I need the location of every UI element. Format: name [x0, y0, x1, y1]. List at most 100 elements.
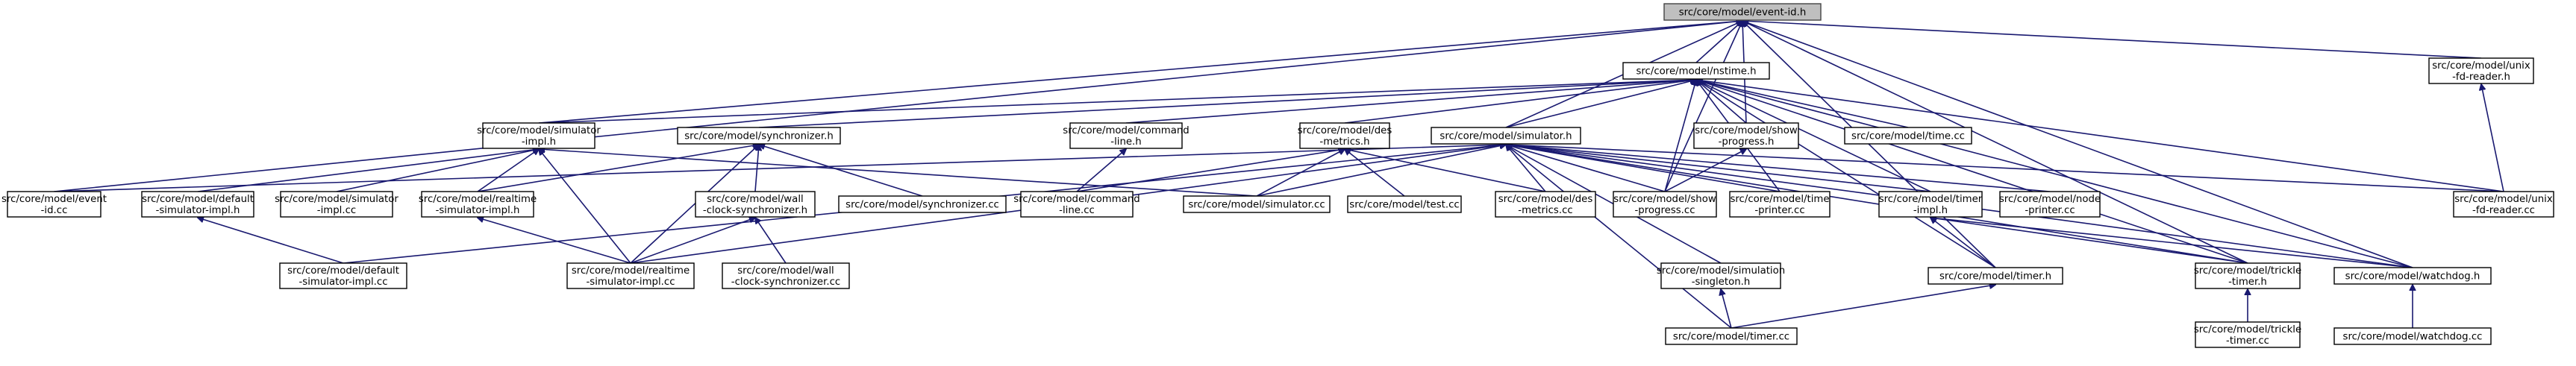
node-label: src/core/model/simulator [275, 194, 398, 205]
node-label: -line.cc [1059, 205, 1095, 216]
node-node-printer-cc[interactable]: src/core/model/node-printer.cc [1999, 191, 2101, 218]
node-box [1347, 195, 1462, 213]
node-timer-impl-h[interactable]: src/core/model/timer-impl.h [1878, 191, 1983, 218]
node-watchdog-h[interactable]: src/core/model/watchdog.h [2333, 267, 2492, 285]
node-label: src/core/model/des [1498, 194, 1593, 205]
node-unix-fd-reader-h[interactable]: src/core/model/unix-fd-reader.h [2428, 57, 2534, 84]
node-timer-cc[interactable]: src/core/model/timer.cc [1665, 327, 1798, 345]
node-realtime-simulator-impl-h[interactable]: src/core/model/realtime-simulator-impl.h [419, 191, 537, 218]
node-label: src/core/model/time [1730, 194, 1829, 205]
node-simulator-h[interactable]: src/core/model/simulator.h [1431, 127, 1581, 145]
node-simulator-impl-h[interactable]: src/core/model/simulator-impl.h [477, 122, 601, 149]
node-label: src/core/model/realtime [419, 194, 537, 205]
node-label: -metrics.cc [1518, 205, 1572, 216]
edge-simulator_cc-to-simulator_impl_h [539, 149, 1257, 197]
node-trickle-timer-cc[interactable]: src/core/model/trickle-timer.cc [2194, 321, 2301, 348]
node-box [1299, 122, 1390, 149]
node-timer-h[interactable]: src/core/model/timer.h [1928, 267, 2063, 285]
node-box [421, 191, 534, 218]
edge-synchronizer_cc-to-synchronizer_h [759, 145, 923, 197]
edge-timer_cc-to-simulator_h [1506, 145, 1732, 329]
node-watchdog-cc[interactable]: src/core/model/watchdog.cc [2333, 327, 2492, 345]
node-label: src/core/model/watchdog.cc [2343, 332, 2483, 343]
node-box [1693, 122, 1799, 149]
node-label: -simulator-impl.cc [586, 277, 675, 288]
node-show-progress-cc[interactable]: src/core/model/show-progress.cc [1613, 191, 1717, 218]
edge-wall_clock_synchronizer_h-to-synchronizer_h [754, 145, 759, 192]
node-realtime-simulator-impl-cc[interactable]: src/core/model/realtime-simulator-impl.c… [566, 262, 695, 289]
node-label: src/core/model/trickle [2194, 324, 2301, 335]
node-time-printer-cc[interactable]: src/core/model/time-printer.cc [1729, 191, 1831, 218]
node-synchronizer-cc[interactable]: src/core/model/synchronizer.cc [838, 195, 1007, 213]
edge-timer_cc-to-timer_h [1731, 285, 1995, 329]
edge-command_line_cc-to-des_metrics_h [1076, 149, 1345, 192]
edge-des_metrics_h-to-nstime_h [1344, 80, 1696, 124]
node-des-metrics-h[interactable]: src/core/model/des-metrics.h [1298, 122, 1392, 149]
node-command-line-h[interactable]: src/core/model/command-line.h [1063, 122, 1189, 149]
node-label: src/core/model/default [287, 265, 399, 277]
node-label: src/core/model/simulator [477, 125, 601, 136]
node-box [1069, 122, 1183, 149]
node-label: src/core/model/des [1298, 125, 1392, 136]
node-label: src/core/model/watchdog.h [2345, 271, 2480, 283]
node-command-line-cc[interactable]: src/core/model/command-line.cc [1013, 191, 1140, 218]
node-box [722, 262, 850, 289]
edge-event_id_cc-to-simulator_h [54, 145, 1507, 192]
edge-time_cc-to-nstime_h [1696, 80, 1909, 128]
node-label: -id.cc [41, 205, 68, 216]
edge-timer_impl_h-to-simulator_h [1506, 145, 1931, 192]
edge-realtime_simulator_impl_h-to-synchronizer_h [477, 145, 759, 192]
node-default-simulator-impl-cc[interactable]: src/core/model/default-simulator-impl.cc [279, 262, 407, 289]
node-label: -printer.cc [1754, 205, 1804, 216]
edge-show_progress_cc-to-simulator_h [1506, 145, 1666, 192]
edge-unix_fd_reader_cc-to-nstime_h [1696, 80, 2504, 192]
node-time-cc[interactable]: src/core/model/time.cc [1844, 127, 1972, 145]
edge-simulator_impl_h-to-nstime_h [538, 80, 1696, 124]
edge-test_cc-to-des_metrics_h [1345, 149, 1405, 197]
edge-trickle_timer_h-to-nstime_h [1696, 80, 2248, 264]
node-label: src/core/model/command [1063, 125, 1189, 136]
node-wall-clock-synchronizer-h[interactable]: src/core/model/wall-clock-synchronizer.h [695, 191, 816, 218]
edge-simulator_cc-to-simulator_h [1256, 145, 1506, 197]
node-box [1999, 191, 2101, 218]
node-label: -simulator-impl.cc [298, 277, 387, 288]
node-trickle-timer-h[interactable]: src/core/model/trickle-timer.h [2194, 262, 2301, 289]
node-label: src/core/model/default [142, 194, 254, 205]
node-simulator-cc[interactable]: src/core/model/simulator.cc [1183, 195, 1331, 213]
node-box [2195, 321, 2301, 348]
node-box [1183, 195, 1331, 213]
edge-nstime_h-to-event_id_h [1695, 21, 1742, 63]
node-des-metrics-cc[interactable]: src/core/model/des-metrics.cc [1495, 191, 1596, 218]
node-label: src/core/model/event-id.h [1679, 7, 1807, 19]
edge-node_printer_cc-to-simulator_h [1506, 145, 2051, 192]
node-event-id-h[interactable]: src/core/model/event-id.h [1663, 3, 1822, 21]
node-box [1431, 127, 1581, 145]
node-box [141, 191, 254, 218]
edge-event_id_cc-to-event_id_h [54, 21, 1743, 192]
node-test-cc[interactable]: src/core/model/test.cc [1347, 195, 1462, 213]
node-label: src/core/model/synchronizer.cc [845, 200, 999, 211]
node-box [280, 191, 393, 218]
node-box [695, 191, 816, 218]
node-synchronizer-h[interactable]: src/core/model/synchronizer.h [677, 127, 841, 145]
node-simulator-impl-cc[interactable]: src/core/model/simulator-impl.cc [275, 191, 398, 218]
node-box [566, 262, 695, 289]
node-nstime-h[interactable]: src/core/model/nstime.h [1622, 62, 1770, 80]
edge-trickle_timer_h-to-simulator_h [1506, 145, 2248, 264]
node-event-id-cc[interactable]: src/core/model/event-id.cc [1, 191, 107, 218]
edge-realtime_simulator_impl_cc-to-realtime_simulator_impl_h [478, 218, 631, 264]
node-box [1844, 127, 1972, 145]
edge-realtime_simulator_impl_cc-to-synchronizer_h [630, 145, 759, 264]
node-default-simulator-impl-h[interactable]: src/core/model/default-simulator-impl.h [141, 191, 254, 218]
node-show-progress-h[interactable]: src/core/model/show-progress.h [1693, 122, 1799, 149]
node-box [1878, 191, 1983, 218]
node-simulation-singleton-h[interactable]: src/core/model/simulation-singleton.h [1657, 262, 1785, 289]
node-label: -progress.cc [1634, 205, 1695, 216]
edge-wall_clock_synchronizer_cc-to-wall_clock_synchronizer_h [755, 218, 787, 264]
nodes-layer: src/core/model/event-id.h src/core/model/… [1, 3, 2554, 348]
node-box [2453, 191, 2554, 218]
node-wall-clock-synchronizer-cc[interactable]: src/core/model/wall-clock-synchronizer.c… [722, 262, 850, 289]
node-unix-fd-reader-cc[interactable]: src/core/model/unix-fd-reader.cc [2453, 191, 2554, 218]
node-label: src/core/model/unix [2432, 60, 2530, 72]
edge-simulator_h-to-nstime_h [1505, 80, 1696, 128]
